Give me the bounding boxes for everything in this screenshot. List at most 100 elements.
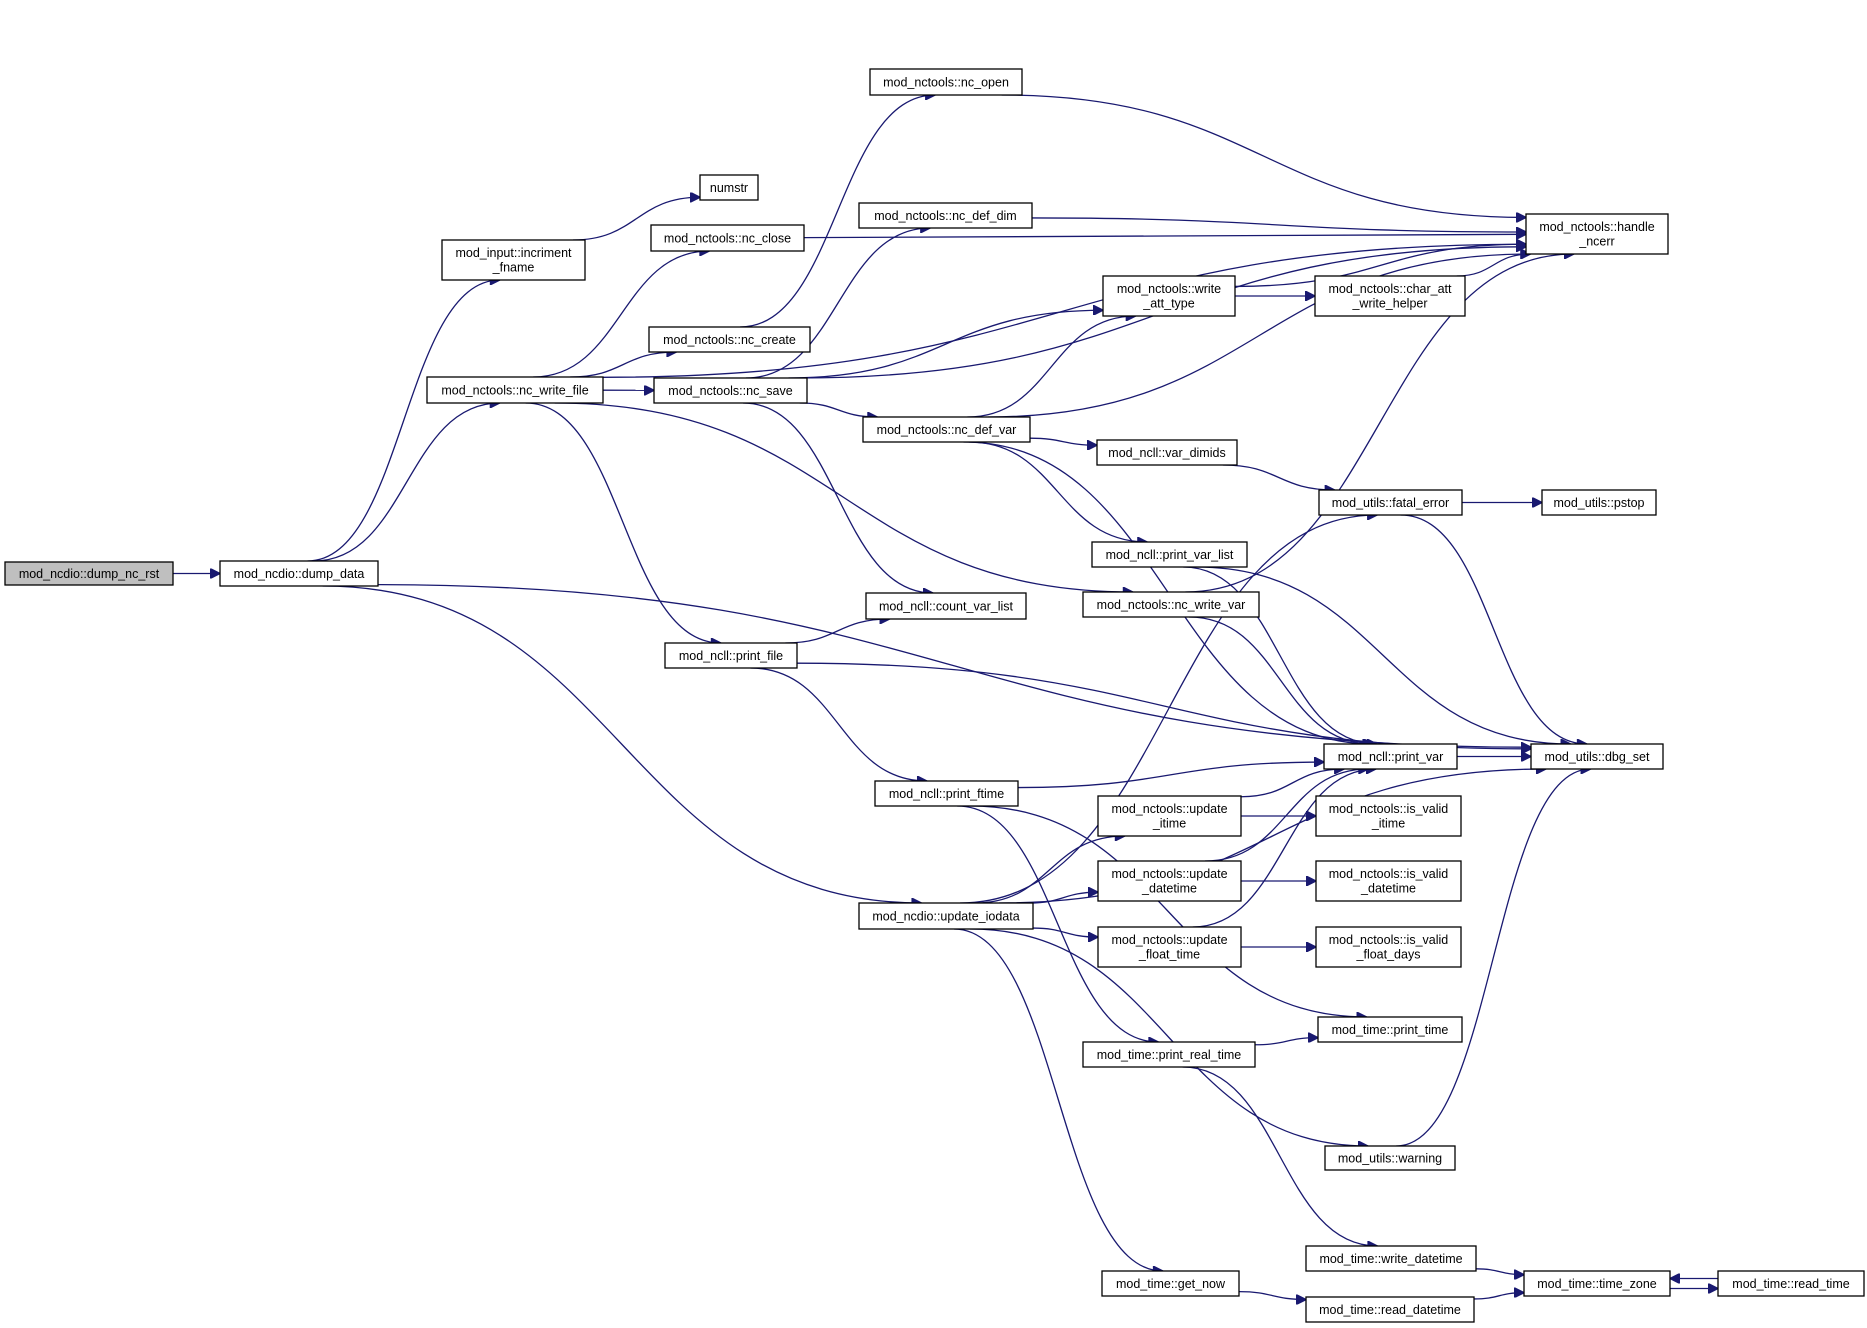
node-label: mod_utils::dbg_set [1545,750,1650,764]
edge-print_var_list-to-print_var [1183,566,1377,744]
node-print-real-time[interactable]: mod_time::print_real_time [1082,1041,1256,1068]
node-dump-data[interactable]: mod_ncdio::dump_data [219,560,379,587]
node-time-zone[interactable]: mod_time::time_zone [1523,1270,1671,1297]
node-label: mod_nctools::update [1111,802,1227,816]
node-is-valid-datetime[interactable]: mod_nctools::is_valid_datetime [1315,860,1462,902]
node-box [426,376,604,404]
edge-line [1029,437,1097,445]
node-box [1317,1016,1463,1043]
edge-line [1182,1066,1378,1246]
node-is-valid-float-days[interactable]: mod_nctools::is_valid_float_days [1315,926,1462,968]
edge-line [796,662,1531,749]
node-dbg-set[interactable]: mod_utils::dbg_set [1530,743,1664,770]
node-update-float-time[interactable]: mod_nctools::update_float_time [1097,926,1242,968]
edge-nc_write_file-to-nc_write_var [554,402,1133,592]
node-nc-save[interactable]: mod_nctools::nc_save [653,377,808,404]
edge-line [1204,769,1368,862]
node-label: _float_time [1138,948,1200,962]
node-box [648,326,811,353]
node-count-var-list[interactable]: mod_ncll::count_var_list [865,592,1027,620]
node-write-att-type[interactable]: mod_nctools::write_att_type [1102,275,1236,317]
node-write-datetime[interactable]: mod_time::write_datetime [1305,1245,1477,1272]
node-label: mod_utils::fatal_error [1332,496,1449,510]
edge-dump_data-to-update_iodata [322,585,922,903]
node-label: mod_ncdio::dump_data [234,567,365,581]
edge-line [602,244,1526,378]
edge-update_iodata-to-get_now [953,928,1163,1271]
edge-line [785,619,889,644]
node-nc-def-dim[interactable]: mod_nctools::nc_def_dim [858,202,1033,229]
edge-line [322,585,922,903]
edge-line [975,836,1125,904]
node-box [1525,213,1669,255]
node-warning[interactable]: mod_utils::warning [1324,1145,1456,1171]
node-box [1082,591,1260,618]
edge-dump_data-to-nc_write_file [313,403,500,562]
edge-line [1189,616,1372,744]
edge-update_datetime-to-print_var [1204,769,1368,862]
node-print-var-list[interactable]: mod_ncll::print_var_list [1091,541,1248,568]
node-label: mod_time::print_time [1332,1023,1449,1037]
edge-incriment_fname-to-numstr [572,197,700,241]
node-label: mod_nctools::nc_def_var [877,423,1017,437]
node-box [1315,860,1462,902]
edge-line [1400,514,1587,744]
edge-line [533,251,709,378]
edge-print_ftime-to-print_time [969,805,1367,1017]
node-pstop[interactable]: mod_utils::pstop [1541,489,1657,516]
node-label: mod_ncdio::update_iodata [872,909,1019,923]
edge-warning-to-dbg_set [1396,769,1590,1147]
edge-line [1031,217,1526,232]
edge-line [953,928,1163,1271]
node-box [858,902,1034,930]
node-var-dimids[interactable]: mod_ncll::var_dimids [1096,439,1238,466]
node-print-time[interactable]: mod_time::print_time [1317,1016,1463,1043]
edge-nc_save-to-nc_def_var [799,402,878,417]
node-update-datetime[interactable]: mod_nctools::update_datetime [1097,860,1242,902]
node-nc-open[interactable]: mod_nctools::nc_open [869,68,1023,96]
edge-read_datetime-to-time_zone [1473,1293,1524,1300]
node-nc-close[interactable]: mod_nctools::nc_close [650,224,805,252]
node-is-valid-itime[interactable]: mod_nctools::is_valid_itime [1315,795,1462,837]
node-incriment-fname[interactable]: mod_input::incriment_fname [441,239,586,281]
edge-line [1017,762,1324,789]
edge-line [803,234,1526,237]
edge-nc_save-to-count_var_list [742,402,933,593]
node-char-att-write-helper[interactable]: mod_nctools::char_att_write_helper [1314,275,1466,317]
edge-line [1185,254,1574,593]
node-nc-write-file[interactable]: mod_nctools::nc_write_file [426,376,604,404]
node-read-time[interactable]: mod_time::read_time [1717,1270,1865,1297]
edge-line [999,769,1546,904]
node-print-ftime[interactable]: mod_ncll::print_ftime [874,780,1019,807]
node-update-itime[interactable]: mod_nctools::update_itime [1097,795,1242,837]
node-get-now[interactable]: mod_time::get_now [1101,1270,1240,1297]
edge-line [1238,1290,1306,1300]
node-nc-create[interactable]: mod_nctools::nc_create [648,326,811,353]
node-label: mod_nctools::update [1111,933,1227,947]
node-print-var[interactable]: mod_ncll::print_var [1323,743,1458,770]
edge-nc_write_var-to-print_var [1189,616,1372,744]
node-read-datetime[interactable]: mod_time::read_datetime [1305,1296,1475,1323]
node-dump-nc-rst[interactable]: mod_ncdio::dump_nc_rst [4,561,174,586]
node-box [862,416,1031,443]
node-fatal-error[interactable]: mod_utils::fatal_error [1318,489,1463,516]
node-box [1318,489,1463,516]
edge-print_file-to-dbg_set [796,662,1531,749]
node-label: _datetime [1141,882,1197,896]
node-label: mod_time::read_datetime [1319,1303,1461,1317]
node-print-file[interactable]: mod_ncll::print_file [664,642,798,669]
node-update-iodata[interactable]: mod_ncdio::update_iodata [858,902,1034,930]
node-handle-ncerr[interactable]: mod_nctools::handle_ncerr [1525,213,1669,255]
node-label: mod_nctools::handle [1539,220,1654,234]
node-label: mod_time::write_datetime [1319,1252,1462,1266]
node-nc-write-var[interactable]: mod_nctools::nc_write_var [1082,591,1260,618]
edge-update_float_time-to-print_var [1192,769,1376,928]
node-nc-def-var[interactable]: mod_nctools::nc_def_var [862,416,1031,443]
node-label: mod_nctools::nc_write_file [441,383,588,397]
node-numstr[interactable]: numstr [699,174,759,201]
node-label: mod_nctools::nc_open [883,75,1009,89]
edge-line [377,583,1531,748]
node-label: mod_ncdio::dump_nc_rst [19,567,160,581]
edge-print_ftime-to-print_var [1017,762,1324,789]
